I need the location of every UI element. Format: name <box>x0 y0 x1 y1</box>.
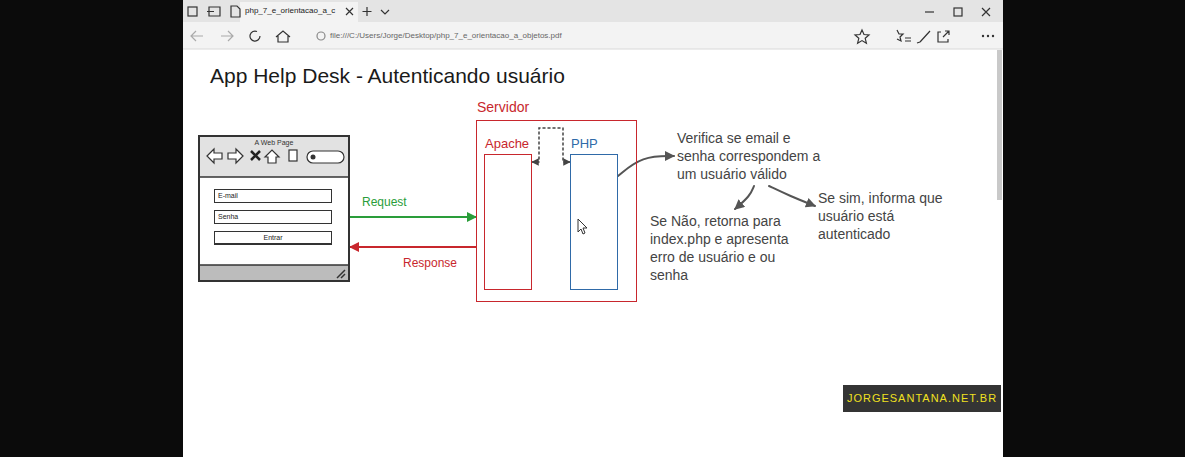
active-tab <box>240 2 358 22</box>
dot <box>987 35 989 37</box>
edge-label: Response <box>401 256 459 270</box>
dotted-link <box>532 128 570 162</box>
tab-strip <box>183 0 1003 22</box>
edge-label: Request <box>360 195 409 209</box>
back-icon <box>191 31 203 41</box>
page-ground <box>183 0 1003 457</box>
share-icon <box>938 31 949 42</box>
stop-icon <box>251 151 260 160</box>
address-bar <box>183 22 1003 49</box>
mockup-toolbar <box>200 137 348 177</box>
mockup-decoration <box>200 137 348 280</box>
refresh-icon <box>250 31 260 41</box>
plus-icon <box>363 7 372 16</box>
annotation-text: Se Não, retorna para index.php e apresen… <box>650 212 800 284</box>
php-box: PHP <box>570 154 618 290</box>
dot <box>982 35 984 37</box>
chevron-icon <box>381 10 389 14</box>
page-icon <box>231 6 240 17</box>
mockup-statusbar <box>200 265 348 280</box>
home-icon <box>265 150 279 163</box>
forward-arrow <box>228 149 243 163</box>
mockup-line <box>200 176 348 178</box>
favorites-icon <box>897 30 911 41</box>
annotation-arrow <box>618 156 674 176</box>
address-url: file:///C:/Users/Jorge/Desktop/php_7_e_o… <box>330 31 562 41</box>
apache-box: Apache <box>484 154 532 290</box>
input-field: Senha <box>214 210 332 224</box>
box-heading: PHP <box>571 136 598 152</box>
annotation-note: Verifica se email e senha correspondem a… <box>674 126 830 186</box>
browser-icons <box>188 6 990 43</box>
button-label: Entrar <box>215 232 331 243</box>
submit-button: Entrar <box>214 231 332 245</box>
field-label: E-mail <box>215 190 331 202</box>
mouse-cursor <box>578 219 587 234</box>
tab-icon <box>207 7 220 16</box>
forward-icon <box>221 31 233 41</box>
minimize-icon <box>925 11 934 12</box>
watermark: JORGESANTANA.NET.BR <box>843 385 1001 412</box>
menu-dots <box>982 35 994 37</box>
separator <box>183 49 1003 50</box>
search-field <box>307 151 344 163</box>
annotation-note: Se sim, informa que usuário está autenti… <box>815 186 956 246</box>
pen-icon <box>917 31 930 43</box>
response-arrow <box>350 246 476 248</box>
annotation-note: Se Não, retorna para index.php e apresen… <box>647 209 803 287</box>
mockup-caption: A Web Page <box>200 139 348 147</box>
scrollbar <box>997 50 1002 200</box>
request-arrow <box>350 216 476 218</box>
web-page-mockup: A Web PageE-mailSenhaEntrar <box>198 135 350 282</box>
resize-grip <box>337 270 345 278</box>
search-icon <box>311 155 316 160</box>
field-label: Senha <box>215 211 331 223</box>
box-heading: Servidor <box>477 99 529 116</box>
maximize-icon <box>954 8 962 16</box>
info-icon <box>317 32 325 40</box>
close-icon <box>982 8 990 16</box>
annotation-text: Verifica se email e senha correspondem a… <box>677 129 827 183</box>
slide-title: App Help Desk - Autenticando usuário <box>210 63 565 89</box>
tab-title: php_7_e_orientacao_a_c <box>245 6 335 16</box>
input-field: E-mail <box>214 189 332 203</box>
home-icon <box>276 31 290 42</box>
page-icon <box>289 150 297 161</box>
close-icon <box>346 8 353 15</box>
server-box: ServidorApachePHP <box>476 120 637 302</box>
box-heading: Apache <box>485 136 529 152</box>
annotation-arrow <box>735 186 754 209</box>
tab-icon <box>188 7 197 16</box>
mockup-line <box>200 264 348 266</box>
back-arrow <box>207 149 222 163</box>
star-icon <box>855 30 869 43</box>
annotation-text: Se sim, informa que usuário está autenti… <box>818 189 953 243</box>
dot <box>992 35 994 37</box>
annotation-arrow <box>769 186 815 206</box>
